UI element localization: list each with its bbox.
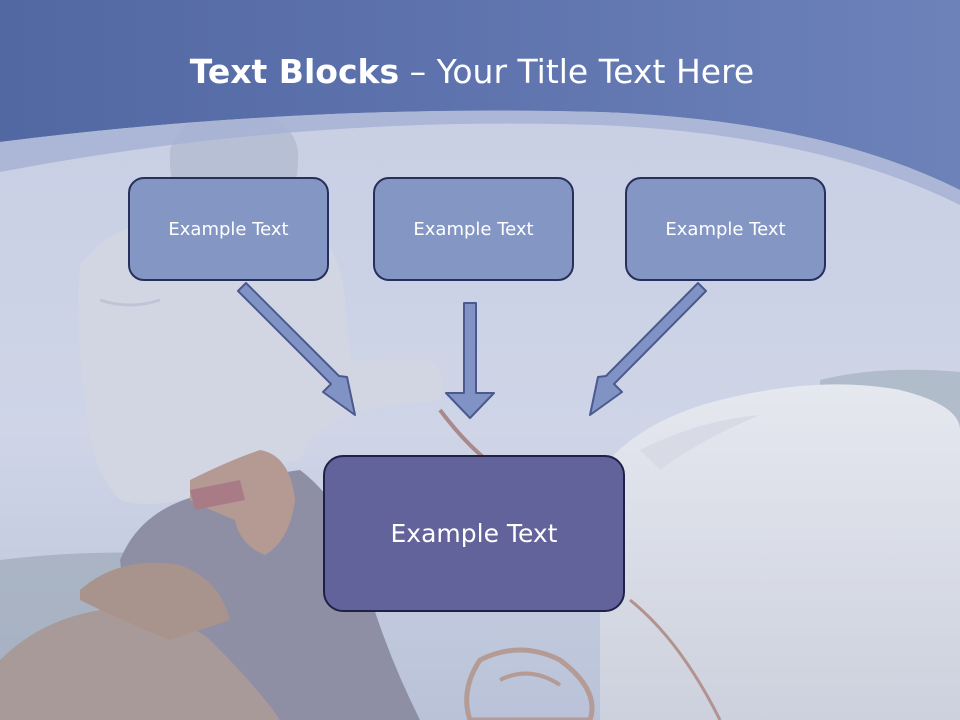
slide-title: Text Blocks – Your Title Text Here — [0, 52, 944, 91]
text-block-2: Example Text — [373, 177, 574, 281]
text-block-3-label: Example Text — [665, 218, 786, 240]
center-text-block-label: Example Text — [390, 519, 558, 548]
title-rest-part: Your Title Text Here — [436, 52, 755, 91]
text-block-1-label: Example Text — [168, 218, 289, 240]
text-block-2-label: Example Text — [413, 218, 534, 240]
center-text-block: Example Text — [323, 455, 625, 612]
title-separator: – — [399, 52, 437, 91]
text-block-3: Example Text — [625, 177, 826, 281]
text-block-1: Example Text — [128, 177, 329, 281]
title-bold-part: Text Blocks — [189, 52, 400, 91]
